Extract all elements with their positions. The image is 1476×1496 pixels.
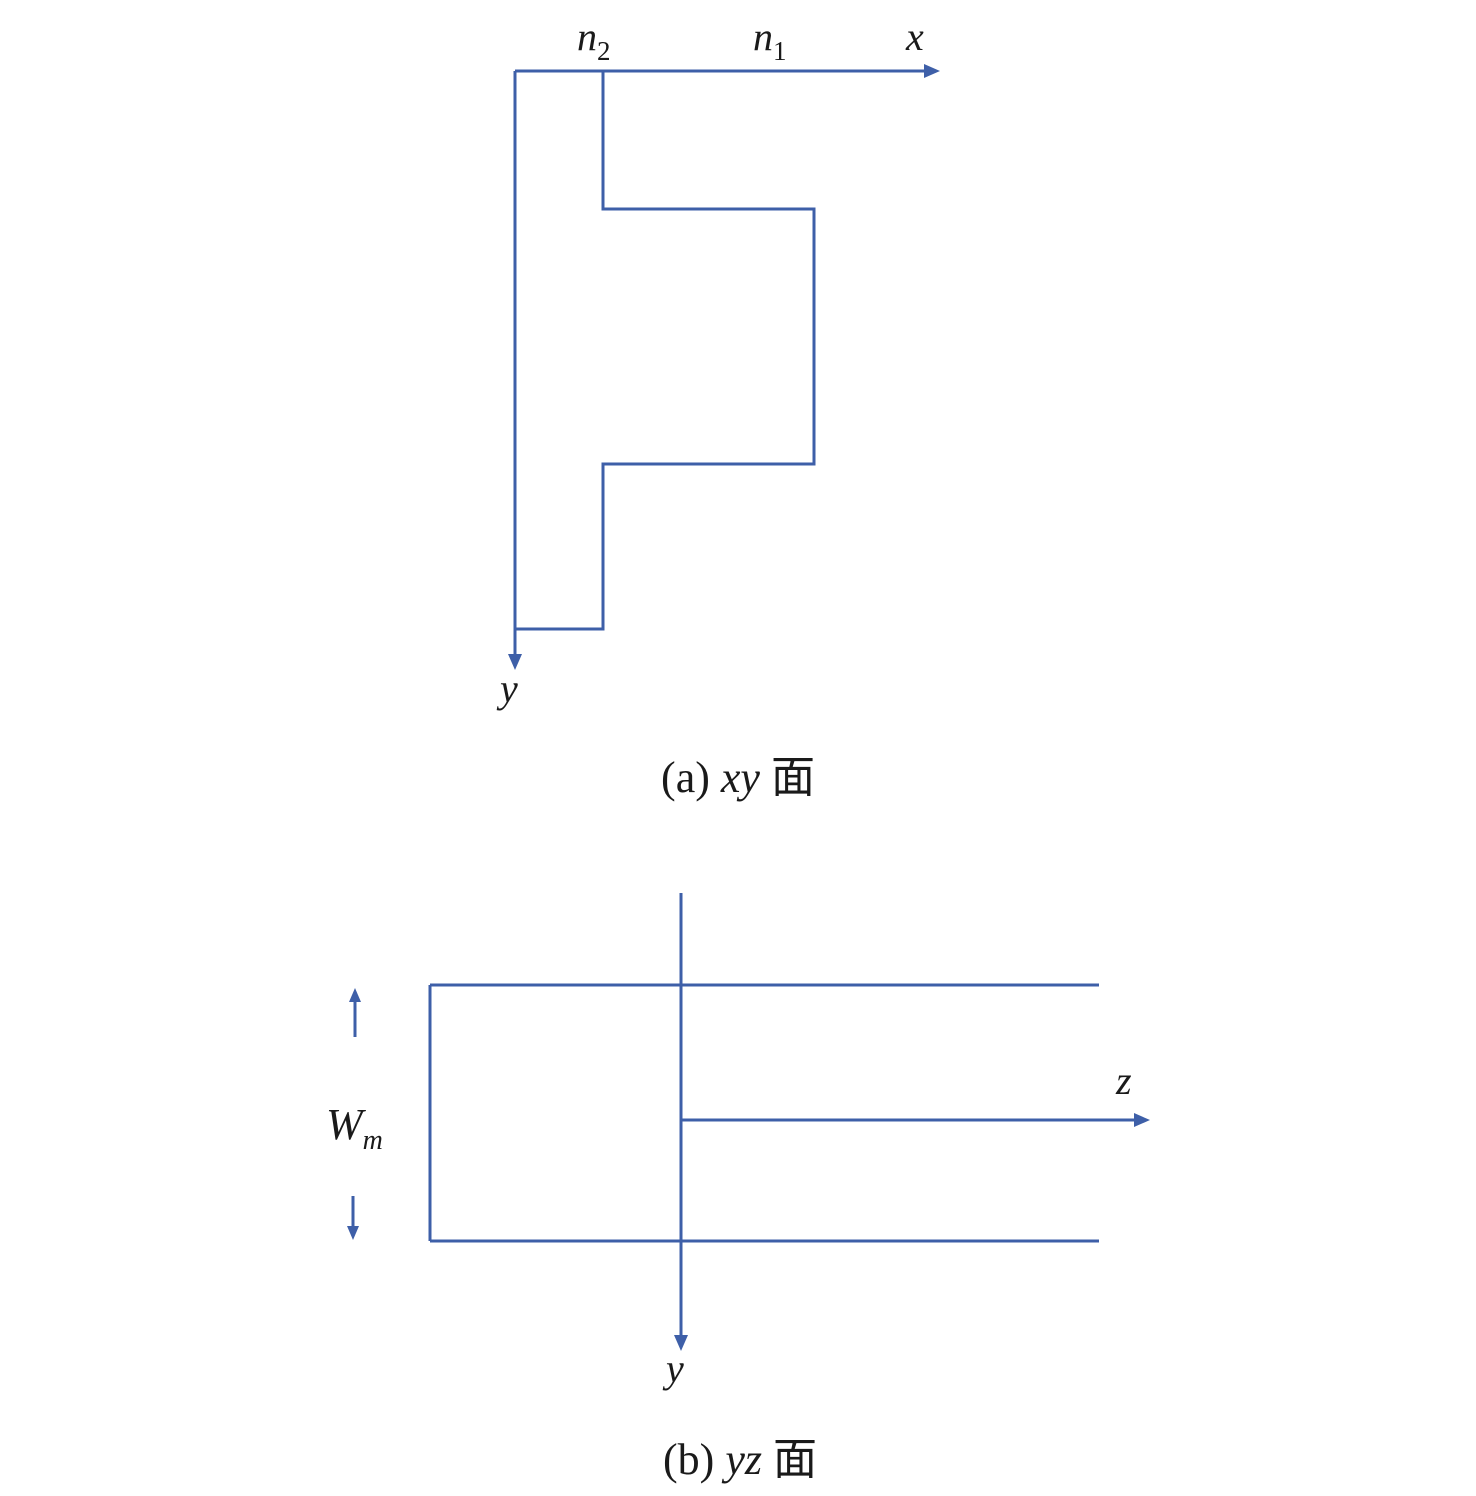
y-axis-label: y <box>496 666 518 711</box>
panel-a-xy-plane: n2 n1 x y (a) xy 面 <box>496 14 940 802</box>
x-axis-arrowhead <box>924 64 940 78</box>
width-label-wm: Wm <box>326 1100 383 1156</box>
waveguide-cross-section-outline <box>515 71 816 631</box>
n2-label: n2 <box>577 14 611 66</box>
y-axis-arrowhead-b <box>674 1335 688 1351</box>
panel-b-yz-plane: z y Wm (b) yz 面 <box>326 893 1150 1484</box>
x-axis-label: x <box>905 14 924 59</box>
z-axis-label: z <box>1115 1058 1132 1103</box>
z-axis-arrowhead <box>1134 1113 1150 1127</box>
y-axis-label-b: y <box>662 1346 684 1391</box>
width-arrow-down-head <box>347 1226 359 1240</box>
caption-a: (a) xy 面 <box>661 753 815 802</box>
caption-b: (b) yz 面 <box>663 1435 817 1484</box>
width-arrow-up-head <box>349 988 361 1002</box>
y-axis-arrowhead <box>508 654 522 670</box>
n1-label: n1 <box>753 14 787 66</box>
